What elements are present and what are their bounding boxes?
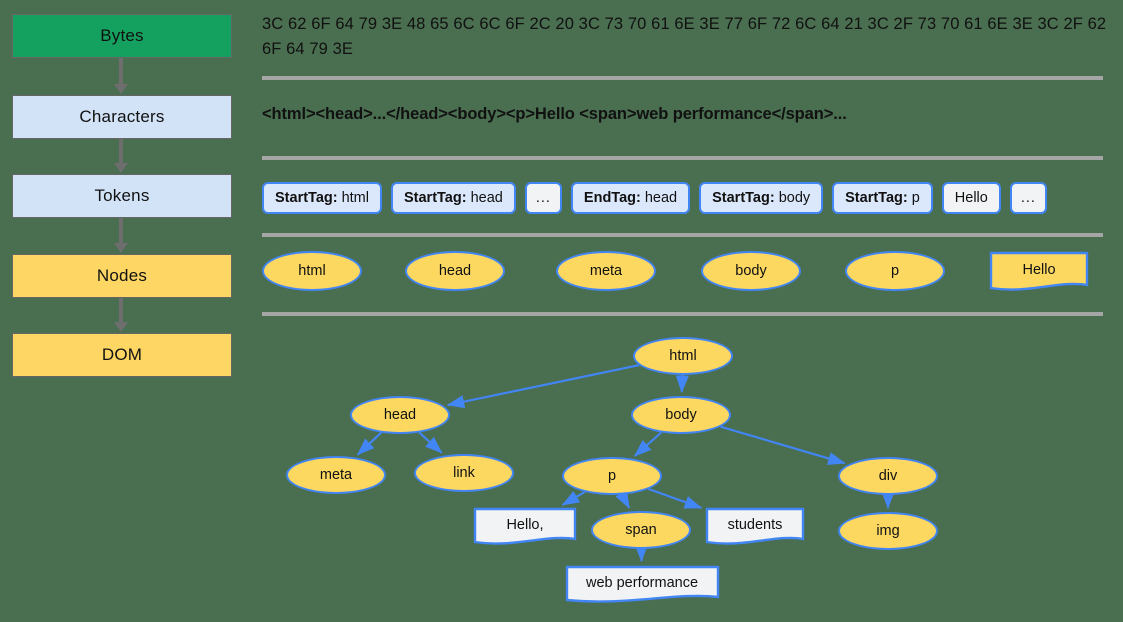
doc-shape-icon bbox=[705, 507, 805, 547]
token-chip: Hello bbox=[941, 182, 1001, 214]
dom-node-html: html bbox=[633, 337, 733, 375]
pipeline-step-tokens: Tokens bbox=[12, 174, 232, 218]
pipeline-step-characters: Characters bbox=[12, 95, 232, 139]
token-chip: ... bbox=[1009, 182, 1047, 214]
node-ellipse-html: html bbox=[262, 251, 362, 291]
dom-node-span: span bbox=[591, 511, 691, 549]
token-value: head bbox=[470, 190, 503, 206]
dom-edge-head-meta bbox=[356, 431, 382, 456]
dom-edge-p-hello bbox=[561, 490, 586, 506]
doc-shape-icon bbox=[989, 251, 1089, 293]
token-value: html bbox=[341, 190, 369, 206]
token-chip: EndTag:head bbox=[570, 182, 691, 214]
dom-edge-body-div bbox=[720, 425, 846, 465]
token-chip: StartTag:p bbox=[832, 182, 933, 214]
dom-edge-head-link bbox=[418, 431, 443, 454]
token-chip: StartTag:head bbox=[390, 182, 516, 214]
dom-node-link: link bbox=[414, 454, 514, 492]
arrow-head-icon bbox=[114, 243, 128, 253]
node-label: Hello bbox=[1022, 262, 1056, 278]
token-value: head bbox=[644, 190, 678, 206]
token-key: StartTag: bbox=[712, 190, 775, 206]
dom-node-label: web performance bbox=[585, 575, 699, 591]
token-value: Hello bbox=[954, 190, 988, 206]
characters-markup-text: <html><head>...</head><body><p>Hello <sp… bbox=[262, 105, 847, 123]
dom-node-p: p bbox=[562, 457, 662, 495]
token-key: EndTag: bbox=[583, 190, 641, 206]
nodes-row: html head meta body p Hello bbox=[262, 251, 1103, 293]
token-chip: StartTag:html bbox=[262, 182, 382, 214]
dom-node-label: students bbox=[727, 517, 783, 533]
pipeline-step-nodes: Nodes bbox=[12, 254, 232, 298]
token-chip: StartTag:body bbox=[699, 182, 824, 214]
separator-line-0 bbox=[262, 76, 1103, 80]
arrow-head-icon bbox=[114, 84, 128, 94]
dom-text-node-students: students bbox=[705, 507, 805, 547]
arrow-head-icon bbox=[114, 163, 128, 173]
token-key: StartTag: bbox=[275, 190, 338, 206]
doc-shape-icon bbox=[565, 565, 720, 605]
separator-line-2 bbox=[262, 233, 1103, 237]
node-ellipse-body: body bbox=[701, 251, 801, 291]
pipeline-step-dom: DOM bbox=[12, 333, 232, 377]
node-ellipse-meta: meta bbox=[556, 251, 656, 291]
pipeline-arrow-3 bbox=[114, 298, 128, 332]
token-value: ... bbox=[535, 190, 551, 206]
dom-text-node-hello: Hello, bbox=[473, 507, 577, 547]
separator-line-3 bbox=[262, 312, 1103, 316]
dom-node-meta: meta bbox=[286, 456, 386, 494]
node-ellipse-head: head bbox=[405, 251, 505, 291]
pipeline-step-bytes: Bytes bbox=[12, 14, 232, 58]
token-key: StartTag: bbox=[845, 190, 908, 206]
token-value: body bbox=[778, 190, 811, 206]
node-textbox-Hello: Hello bbox=[989, 251, 1089, 293]
dom-node-div: div bbox=[838, 457, 938, 495]
dom-edge-body-p bbox=[633, 431, 662, 457]
node-ellipse-p: p bbox=[845, 251, 945, 291]
dom-node-img: img bbox=[838, 512, 938, 550]
bytes-hex-text: 3C 62 6F 64 79 3E 48 65 6C 6C 6F 2C 20 3… bbox=[262, 15, 1107, 58]
dom-node-body: body bbox=[631, 396, 731, 434]
token-key: StartTag: bbox=[403, 190, 467, 206]
pipeline-arrow-1 bbox=[114, 139, 128, 173]
dom-edge-p-span bbox=[615, 490, 631, 509]
dom-node-head: head bbox=[350, 396, 450, 434]
arrow-head-icon bbox=[114, 322, 128, 332]
dom-text-node-webperf: web performance bbox=[565, 565, 720, 605]
token-value: ... bbox=[1020, 190, 1036, 206]
dom-edge-p-students bbox=[648, 487, 703, 509]
pipeline-arrow-2 bbox=[114, 218, 128, 253]
token-value: p bbox=[911, 190, 920, 206]
dom-edge-html-head bbox=[446, 364, 640, 409]
pipeline-arrow-0 bbox=[114, 58, 128, 94]
doc-shape-icon bbox=[473, 507, 577, 547]
token-chip: ... bbox=[524, 182, 562, 214]
dom-node-label: Hello, bbox=[506, 517, 544, 533]
separator-line-1 bbox=[262, 156, 1103, 160]
dom-edge-html-body bbox=[675, 374, 689, 394]
